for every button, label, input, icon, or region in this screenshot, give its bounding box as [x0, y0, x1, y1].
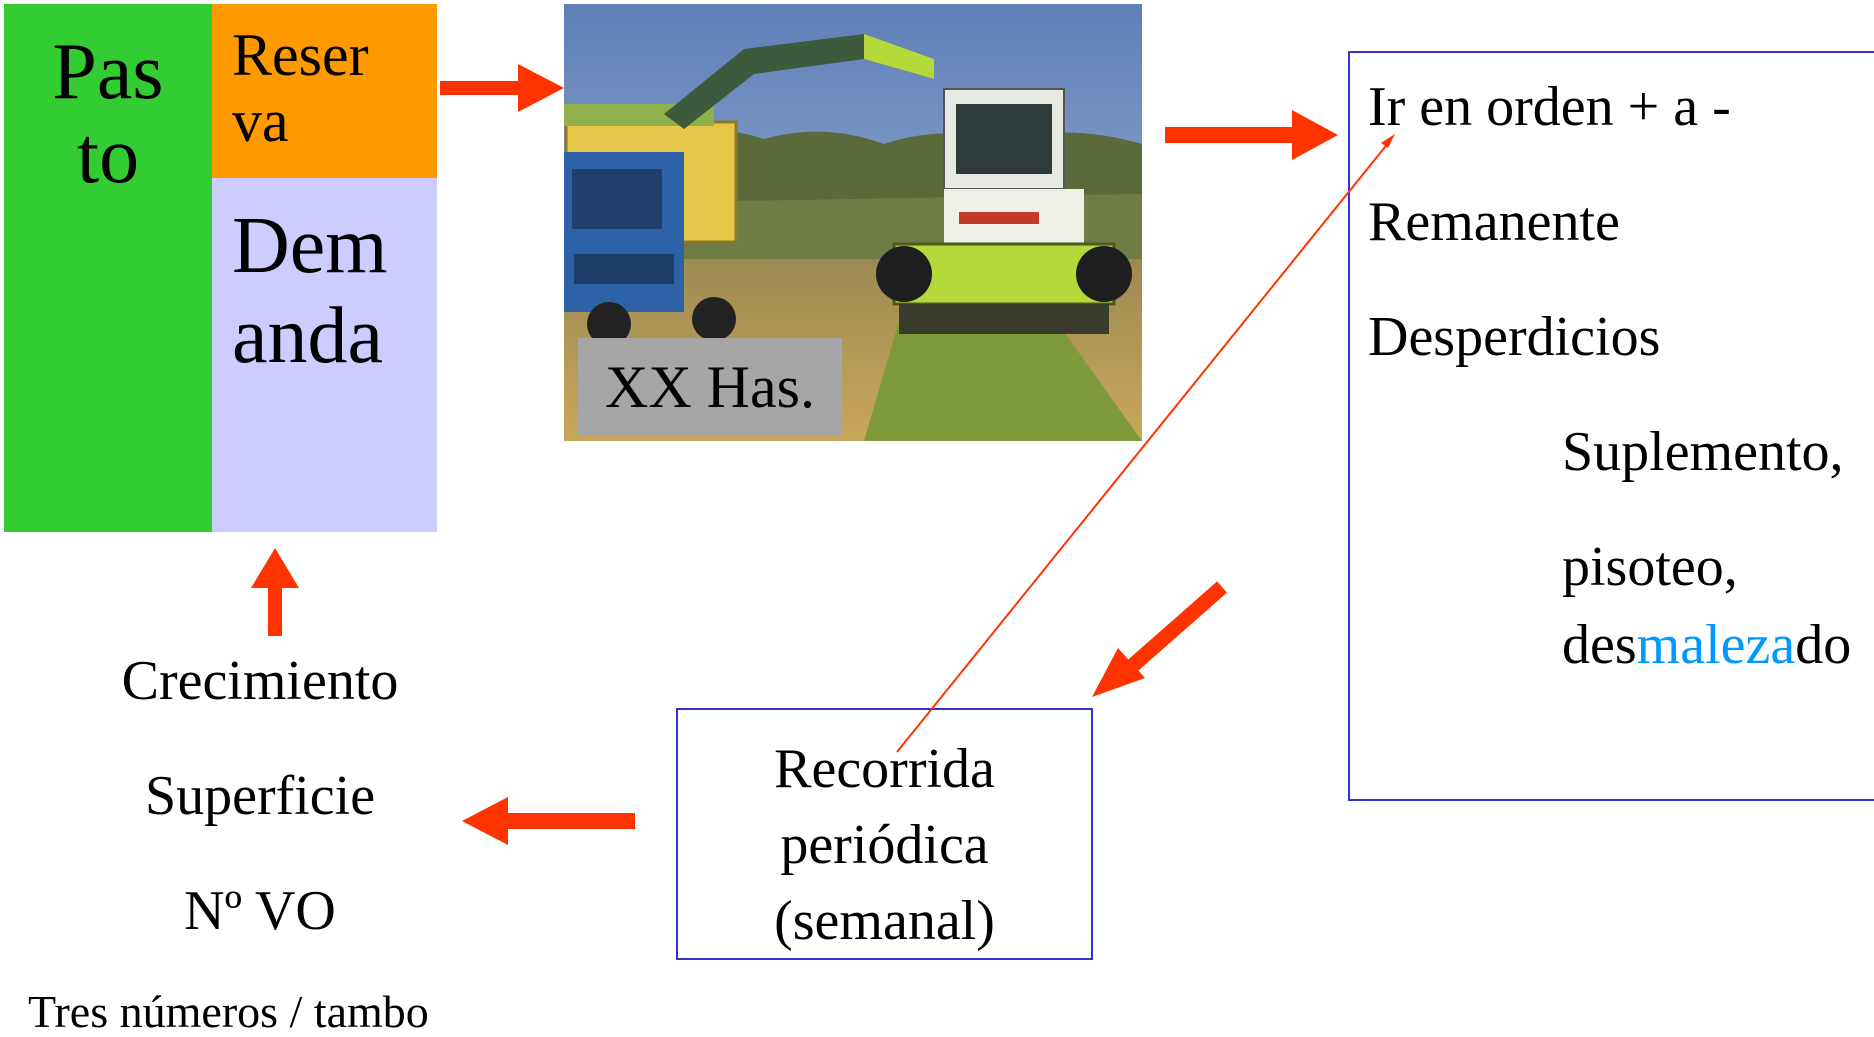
desmalezado-suffix: do — [1795, 614, 1852, 676]
recorrida-box: Recorrida periódica (semanal) — [676, 708, 1093, 960]
list-item-superficie: Superficie — [144, 765, 376, 827]
list-item-nvo: Nº VO — [184, 880, 336, 942]
criteria-line-suplemento: Suplemento, — [1562, 421, 1844, 483]
criteria-line-remanente: Remanente — [1368, 191, 1620, 253]
recorrida-line2: periódica — [780, 814, 989, 876]
pasto-label-line1: Pas — [52, 28, 164, 116]
arrow-diagonal-to-recorrida — [1092, 581, 1227, 697]
demanda-label-line1: Dem — [232, 202, 388, 290]
reserva-label-line1: Reser — [232, 22, 369, 88]
arrow-up-to-blocks — [251, 548, 299, 636]
demanda-label-line2: anda — [232, 291, 384, 380]
demanda-block: Dem anda — [212, 178, 437, 532]
criteria-line-desmalezado: desmalezado — [1562, 617, 1851, 673]
reserva-label-line2: va — [232, 88, 289, 154]
reserva-block: Reser va — [212, 4, 437, 178]
list-item-tres-numeros: Tres números / tambo — [28, 986, 429, 1037]
criteria-line-pisoteo: pisoteo, — [1562, 536, 1738, 598]
arrow-to-photo — [440, 64, 564, 112]
recorrida-line1: Recorrida — [774, 738, 995, 800]
recorrida-line3: (semanal) — [774, 890, 995, 952]
criteria-line-order: Ir en orden + a - — [1368, 76, 1731, 138]
desmalezado-prefix: des — [1562, 614, 1637, 676]
arrow-to-criteria — [1165, 110, 1338, 160]
area-label: XX Has. — [578, 338, 842, 436]
pasto-label-line2: to — [76, 112, 140, 200]
pasto-block: Pas to — [4, 4, 212, 532]
list-item-crecimiento: Crecimiento — [121, 650, 399, 712]
criteria-line-desperdicios: Desperdicios — [1368, 306, 1661, 368]
desmalezado-highlight: maleza — [1636, 614, 1796, 676]
